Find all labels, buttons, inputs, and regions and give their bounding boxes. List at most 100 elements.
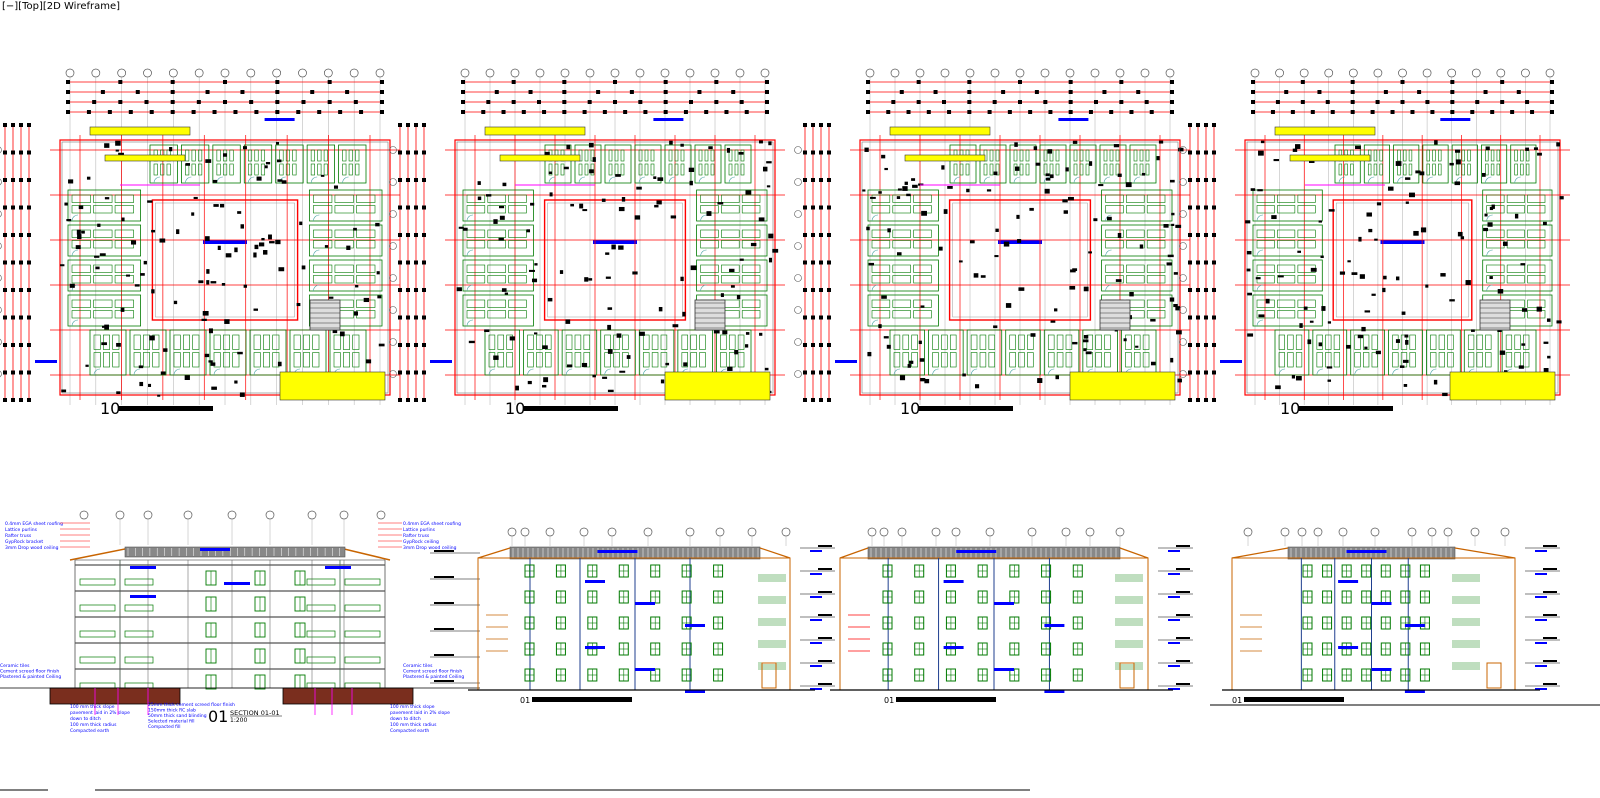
- desk: [1392, 352, 1399, 368]
- grid-bubble: [1040, 68, 1050, 78]
- classroom: [1482, 259, 1553, 292]
- column-marker: [1434, 140, 1438, 145]
- desk: [506, 352, 513, 368]
- column-marker: [1277, 275, 1284, 278]
- column-marker: [973, 273, 979, 278]
- dimension-tick: [933, 90, 938, 94]
- desk: [487, 310, 506, 319]
- column-marker: [1471, 329, 1475, 332]
- drawing.plans.1.label: 10: [505, 399, 525, 418]
- dimension-tick: [19, 123, 23, 127]
- desk: [871, 264, 891, 273]
- desk: [704, 163, 709, 176]
- classroom: [308, 259, 383, 292]
- courtyard-inner: [1335, 202, 1470, 318]
- dimension-tick: [987, 110, 992, 114]
- viewport-control-label[interactable]: [−][Top][2D Wireframe]: [2, 1, 121, 12]
- desk: [1363, 352, 1370, 368]
- level-tag: [810, 596, 822, 598]
- dimension-tick: [1317, 90, 1322, 94]
- dimension-tick: [1170, 110, 1174, 114]
- desk: [1297, 275, 1316, 284]
- stair-block: [1289, 154, 1371, 162]
- column-marker: [1063, 210, 1068, 214]
- dimension-tick: [3, 315, 7, 320]
- column-marker: [1395, 276, 1400, 281]
- desk: [560, 163, 565, 176]
- level-tag: [1535, 573, 1547, 575]
- grid-bubble: [168, 68, 178, 78]
- desk: [548, 163, 553, 176]
- dimension-tick: [1212, 260, 1216, 265]
- dimension-tick: [1550, 100, 1554, 104]
- desk: [1073, 149, 1078, 162]
- column-marker: [1497, 289, 1504, 294]
- dimension-tick: [803, 178, 807, 182]
- dimension-tick: [414, 343, 418, 347]
- desk: [342, 163, 347, 176]
- column-marker: [943, 209, 948, 214]
- column-marker: [1158, 140, 1164, 144]
- dimension-tick: [521, 110, 526, 114]
- dimension-tick: [582, 110, 587, 114]
- column-marker: [1520, 263, 1526, 266]
- desk: [614, 149, 619, 162]
- dimension-tick: [819, 233, 823, 237]
- column-marker: [947, 185, 953, 189]
- desk: [152, 334, 160, 350]
- column-marker: [66, 218, 72, 222]
- desk: [1056, 352, 1064, 368]
- column-marker: [870, 196, 876, 199]
- column-marker: [570, 203, 575, 207]
- desk: [1277, 275, 1296, 284]
- grid-bubble: [194, 68, 204, 78]
- desk: [608, 149, 613, 162]
- desk: [216, 163, 221, 176]
- dimension-tick: [1102, 90, 1107, 94]
- desk: [232, 334, 240, 350]
- grid-bubble: [1373, 68, 1383, 78]
- column-marker: [213, 204, 219, 207]
- roof-note: 0.4mm EGA sheet roofing: [403, 521, 461, 527]
- grid-bubble: [183, 510, 193, 520]
- level-tag: [956, 550, 997, 553]
- column-marker: [1533, 147, 1538, 150]
- desk: [356, 264, 376, 273]
- desk: [1527, 240, 1546, 249]
- column-marker: [1383, 275, 1387, 280]
- grid-bubble: [389, 210, 397, 218]
- desk: [198, 163, 203, 176]
- plan-title-bar: [1298, 406, 1393, 411]
- column-marker: [484, 329, 490, 333]
- level-tag: [1535, 688, 1547, 690]
- door-swing: [466, 214, 474, 222]
- roof-truss: [124, 546, 346, 558]
- grid-bubble: [760, 68, 770, 78]
- desk: [71, 264, 91, 273]
- desk: [1139, 163, 1144, 176]
- dimension-tick: [1425, 100, 1430, 104]
- dimension-tick: [196, 100, 201, 104]
- desk: [644, 149, 649, 162]
- dimension-tick: [819, 370, 823, 375]
- dimension-tick: [1204, 398, 1208, 402]
- grid-bubble: [389, 306, 397, 314]
- dimension-tick: [1204, 233, 1208, 237]
- column-marker: [1457, 231, 1463, 237]
- column-marker: [1460, 236, 1465, 240]
- bottom-lines: [0, 704, 1600, 791]
- dimension-tick: [1510, 110, 1515, 114]
- column-marker: [680, 276, 684, 282]
- column-marker: [320, 174, 325, 177]
- desk: [356, 229, 376, 238]
- desk: [1065, 334, 1073, 350]
- classroom: [949, 144, 977, 184]
- desk: [892, 299, 911, 308]
- column-marker: [906, 193, 911, 197]
- column-marker: [1454, 181, 1461, 186]
- desk: [1133, 334, 1141, 350]
- desk: [1403, 149, 1407, 162]
- desk: [1467, 149, 1471, 162]
